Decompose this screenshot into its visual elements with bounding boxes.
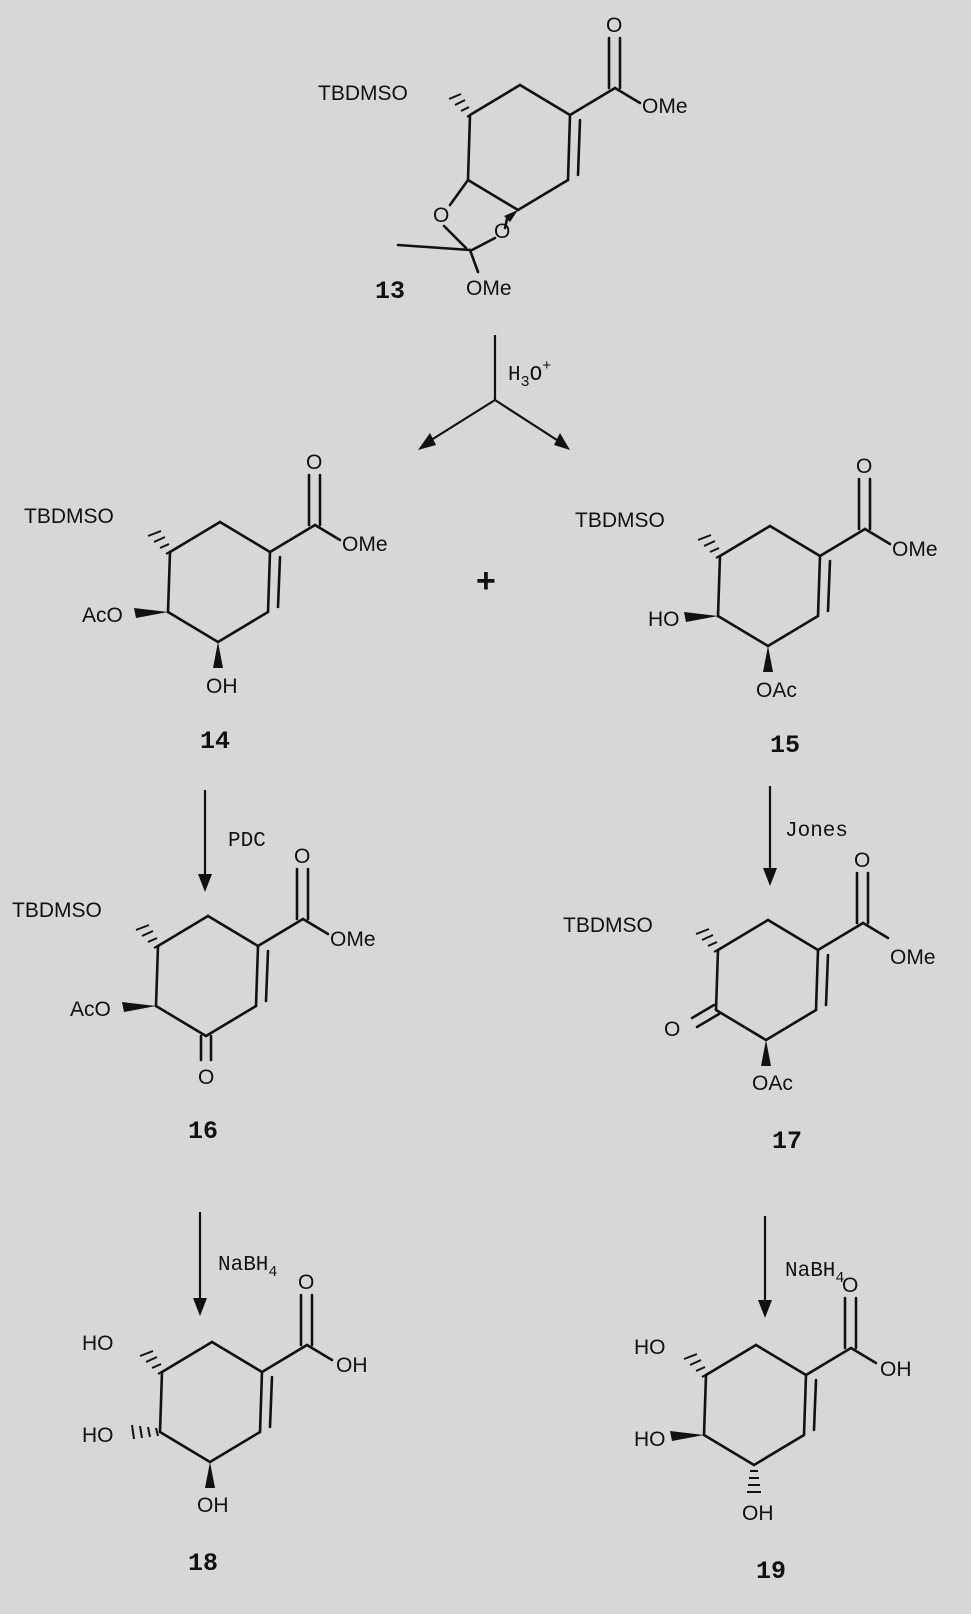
wedge-bond <box>761 1040 771 1066</box>
hash-bond <box>448 93 474 118</box>
compound-number: 16 <box>188 1117 218 1146</box>
compound-number: 14 <box>200 727 230 756</box>
compound-16: O OMe TBDMSO AcO O 16 <box>12 845 376 1146</box>
reaction-arrow: PDC <box>198 790 266 892</box>
silyl-ether-label: TBDMSO <box>12 899 102 922</box>
orthoester-methoxy: OMe <box>466 277 512 300</box>
ester-carbonyl-o: O <box>306 451 322 474</box>
wedge-bond <box>134 608 168 618</box>
ester-methoxy: OMe <box>642 95 688 118</box>
hash-bond <box>683 1353 710 1378</box>
ester-methoxy: OMe <box>892 538 938 561</box>
ester-carbonyl-o: O <box>606 14 622 37</box>
compound-19: O OH HO HO OH 19 <box>634 1274 912 1586</box>
split-arrow: H3O+ <box>418 335 570 450</box>
hydroxyl-label: OH <box>197 1494 229 1517</box>
wedge-bond <box>670 1431 704 1441</box>
acid-carbonyl-o: O <box>298 1271 314 1294</box>
orthoester-o1: O <box>433 204 449 227</box>
plus-sign: + <box>476 562 496 600</box>
hash-bond <box>135 924 162 949</box>
wedge-bond <box>205 1462 215 1488</box>
reaction-arrow: NaBH4 <box>193 1212 277 1316</box>
ester-methoxy: OMe <box>342 533 388 556</box>
hydroxyl-label: HO <box>634 1428 666 1451</box>
hydroxyl-label: OH <box>206 675 238 698</box>
compound-17: O OMe TBDMSO O OAc 17 <box>563 849 936 1156</box>
hydroxyl-label: OH <box>742 1502 774 1525</box>
compound-number: 13 <box>375 277 405 306</box>
ester-methoxy: OMe <box>890 946 936 969</box>
silyl-ether-label: TBDMSO <box>318 82 408 105</box>
hydroxyl-label: HO <box>634 1336 666 1359</box>
hydroxyl-label: HO <box>648 608 680 631</box>
acetoxy-label: AcO <box>70 998 111 1021</box>
compound-13: O OMe TBDMSO O O OMe 13 <box>318 14 688 306</box>
compound-number: 15 <box>770 731 800 760</box>
reagent-nabh4: NaBH4 <box>218 1254 277 1281</box>
reagent-acid: H3O+ <box>508 358 551 391</box>
ester-carbonyl-o: O <box>856 455 872 478</box>
acetoxy-label: AcO <box>82 604 123 627</box>
compound-number: 17 <box>772 1127 802 1156</box>
orthoester-o2: O <box>494 220 510 243</box>
hash-bond <box>695 928 722 953</box>
acetoxy-label: OAc <box>752 1072 793 1095</box>
hash-bond <box>131 1424 159 1440</box>
hash-bond <box>139 1350 166 1375</box>
reagent-pdc: PDC <box>228 830 266 853</box>
acid-carbonyl-o: O <box>842 1274 858 1297</box>
wedge-bond <box>122 1002 156 1012</box>
wedge-bond <box>684 612 718 622</box>
compound-number: 18 <box>188 1549 218 1578</box>
ester-carbonyl-o: O <box>294 845 310 868</box>
hash-bond <box>697 534 724 559</box>
reagent-jones: Jones <box>785 820 848 843</box>
silyl-ether-label: TBDMSO <box>575 509 665 532</box>
reagent-nabh4: NaBH4 <box>785 1260 844 1287</box>
hash-bond <box>147 530 174 555</box>
acid-hydroxyl: OH <box>880 1358 912 1381</box>
compound-number: 19 <box>756 1557 786 1586</box>
acetoxy-label: OAc <box>756 679 797 702</box>
compound-14: O OMe TBDMSO AcO OH 14 <box>24 451 388 756</box>
silyl-ether-label: TBDMSO <box>24 505 114 528</box>
compound-15: O OMe TBDMSO HO OAc 15 <box>575 455 938 760</box>
hydroxyl-label: HO <box>82 1332 114 1355</box>
ester-carbonyl-o: O <box>854 849 870 872</box>
compound-18: O OH HO HO OH 18 <box>82 1271 368 1578</box>
wedge-bond <box>763 646 773 672</box>
hydroxyl-label: HO <box>82 1424 114 1447</box>
silyl-ether-label: TBDMSO <box>563 914 653 937</box>
wedge-bond <box>213 642 223 668</box>
reaction-arrow: Jones <box>763 786 848 886</box>
acid-hydroxyl: OH <box>336 1354 368 1377</box>
ketone-o: O <box>198 1066 214 1089</box>
hash-bond <box>747 1470 761 1493</box>
ester-methoxy: OMe <box>330 928 376 951</box>
ketone-o: O <box>664 1018 680 1041</box>
reaction-arrow: NaBH4 <box>758 1216 844 1318</box>
